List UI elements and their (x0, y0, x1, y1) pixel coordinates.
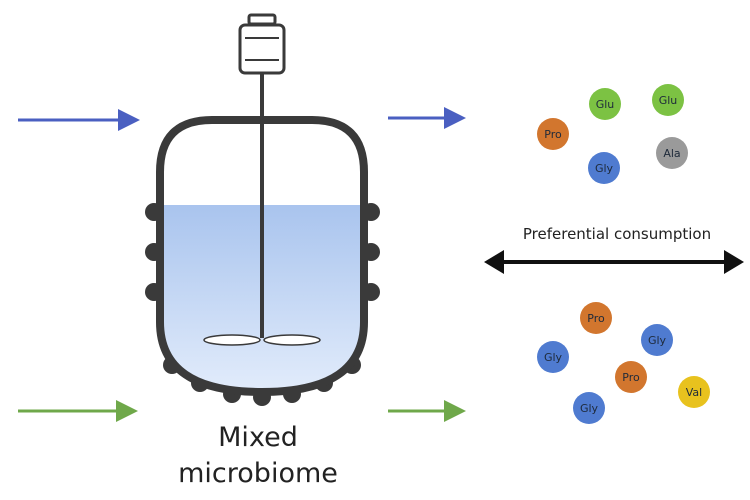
molecule-circle (580, 302, 612, 334)
bottom-outlet-arrow (388, 400, 466, 422)
molecule-circle (656, 137, 688, 169)
stirrer-impeller-icon (203, 118, 321, 346)
consumption-label: Preferential consumption (523, 225, 711, 243)
molecule-gly: Gly (573, 392, 605, 424)
molecule-gly: Gly (641, 324, 673, 356)
molecule-label: Gly (580, 402, 599, 415)
molecule-label: Glu (659, 94, 678, 107)
molecule-val: Val (678, 376, 710, 408)
molecule-pro: Pro (537, 118, 569, 150)
top-outlet-arrow (388, 107, 466, 129)
molecule-label: Pro (622, 371, 640, 384)
molecule-label: Gly (544, 351, 563, 364)
molecule-circle (573, 392, 605, 424)
molecule-circle (537, 118, 569, 150)
top-inlet-arrow (18, 109, 140, 131)
molecule-pro: Pro (615, 361, 647, 393)
molecule-gly: Gly (537, 341, 569, 373)
molecule-pro: Pro (580, 302, 612, 334)
molecule-label: Gly (648, 334, 667, 347)
molecule-circle (537, 341, 569, 373)
molecule-ala: Ala (656, 137, 688, 169)
molecule-circle (615, 361, 647, 393)
molecule-glu: Glu (652, 84, 684, 116)
molecule-label: Val (686, 386, 702, 399)
molecule-circle (588, 152, 620, 184)
bottom-inlet-arrow (18, 400, 138, 422)
molecule-label: Gly (595, 162, 614, 175)
stirrer-motor-icon (238, 13, 286, 120)
molecule-circle (652, 84, 684, 116)
molecule-glu: Glu (589, 88, 621, 120)
consumption-double-arrow (484, 250, 744, 274)
molecule-label: Pro (587, 312, 605, 325)
molecule-circle (678, 376, 710, 408)
reactor-label-line1: Mixed (218, 422, 298, 453)
molecule-label: Pro (544, 128, 562, 141)
molecule-gly: Gly (588, 152, 620, 184)
molecule-label: Ala (663, 147, 680, 160)
molecule-circle (641, 324, 673, 356)
molecule-label: Glu (596, 98, 615, 111)
reactor-label-line2: microbiome (178, 458, 338, 489)
molecule-circle (589, 88, 621, 120)
